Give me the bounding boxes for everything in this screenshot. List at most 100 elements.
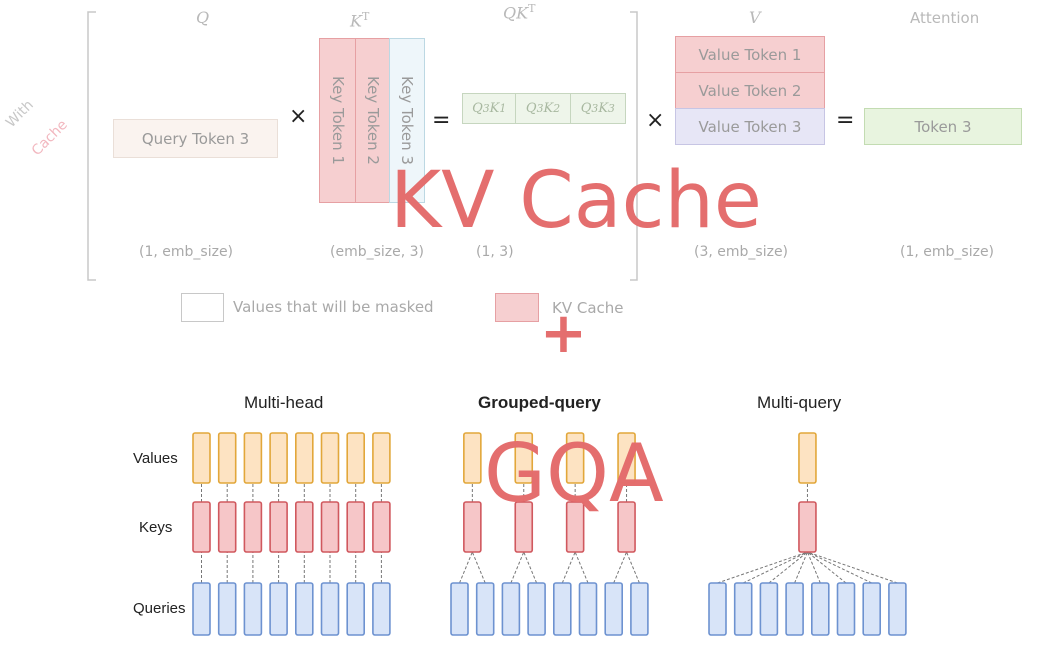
multi-head-query-head-2 bbox=[217, 582, 237, 636]
legend-kv-cache-label: KV Cache bbox=[552, 299, 624, 317]
row-label-keys: Keys bbox=[139, 519, 173, 536]
value-token-2-label: Value Token 2 bbox=[698, 81, 802, 100]
overlay-plus: + bbox=[540, 301, 587, 366]
multi-head-key-head-7 bbox=[346, 501, 366, 553]
grouped-query-connector-5 bbox=[561, 551, 576, 584]
multi-head-query-head-8 bbox=[372, 582, 391, 636]
legend-masked-swatch bbox=[181, 293, 224, 322]
multi-head-value-head-5 bbox=[294, 432, 314, 484]
multi-query-query-head-3 bbox=[759, 582, 779, 636]
grouped-query-value-head-1 bbox=[463, 432, 482, 484]
grouped-query-value-head-3 bbox=[565, 432, 585, 484]
multi-head-key-head-5 bbox=[294, 501, 314, 553]
dim-v: (3, emb_size) bbox=[694, 244, 789, 260]
grouped-query-query-head-7 bbox=[604, 582, 624, 636]
multi-query-value-head-1 bbox=[798, 432, 817, 484]
multi-query-connector-6 bbox=[807, 551, 847, 584]
multi-head-query-head-7 bbox=[346, 582, 366, 636]
multi-head-value-head-4 bbox=[269, 432, 288, 484]
multi-query-query-head-4 bbox=[785, 582, 804, 636]
grouped-query-connector-2 bbox=[471, 551, 486, 584]
grouped-query-query-head-6 bbox=[578, 582, 598, 636]
multi-head-value-head-1 bbox=[192, 432, 211, 484]
grouped-query-connector-4 bbox=[523, 551, 538, 584]
multi-query-query-head-2 bbox=[733, 582, 753, 636]
multi-query-key-head-1 bbox=[798, 501, 817, 553]
multi-head-value-head-7 bbox=[346, 432, 366, 484]
key-token-1-label: Key Token 1 bbox=[329, 76, 347, 165]
times-operator-1: × bbox=[289, 104, 308, 129]
header-attention: Attention bbox=[910, 9, 980, 27]
key-token-2-label: Key Token 2 bbox=[364, 76, 382, 165]
multi-query-connector-8 bbox=[807, 551, 898, 584]
multi-head-value-head-3 bbox=[243, 432, 263, 484]
multi-query-connector-2 bbox=[742, 551, 808, 584]
grouped-query-value-head-4 bbox=[617, 432, 636, 484]
grouped-query-key-head-2 bbox=[514, 501, 534, 553]
result-token-box: Token 3 bbox=[864, 108, 1022, 145]
multi-head-key-head-8 bbox=[372, 501, 391, 553]
multi-head-query-head-3 bbox=[243, 582, 263, 636]
value-token-1-label: Value Token 1 bbox=[698, 45, 802, 64]
result-token-label: Token 3 bbox=[914, 117, 972, 136]
row-label-values: Values bbox=[133, 450, 178, 467]
multi-head-value-head-8 bbox=[372, 432, 391, 484]
grouped-query-query-head-4 bbox=[527, 582, 546, 636]
key-token-3: Key Token 3 bbox=[389, 38, 425, 203]
title-multi-head: Multi-head bbox=[244, 393, 324, 412]
grouped-query-key-head-4 bbox=[617, 501, 636, 553]
equals-operator-1: = bbox=[432, 108, 451, 133]
header-kt: KT bbox=[350, 10, 370, 31]
dim-attention: (1, emb_size) bbox=[900, 244, 995, 260]
multi-head-key-head-4 bbox=[269, 501, 288, 553]
equals-operator-2: = bbox=[836, 108, 855, 133]
legend-masked-label: Values that will be masked bbox=[233, 298, 434, 316]
header-q: Q bbox=[196, 8, 210, 27]
multi-query-connector-4 bbox=[794, 551, 808, 584]
multi-query-connector-1 bbox=[717, 551, 808, 584]
grouped-query-connector-7 bbox=[613, 551, 628, 584]
overlay-gqa-title: GQA bbox=[484, 427, 664, 520]
header-v: V bbox=[749, 8, 761, 27]
multi-head-value-head-6 bbox=[320, 432, 340, 484]
dim-q: (1, emb_size) bbox=[139, 244, 234, 260]
multi-query-query-head-7 bbox=[862, 582, 882, 636]
grouped-query-connector-1 bbox=[459, 551, 473, 584]
grouped-query-query-head-8 bbox=[630, 582, 649, 636]
overlay-kv-cache-title: KV Cache bbox=[390, 156, 762, 246]
multi-head-key-head-6 bbox=[320, 501, 340, 553]
multi-head-value-head-2 bbox=[217, 432, 237, 484]
multi-head-query-head-5 bbox=[294, 582, 314, 636]
dim-qkt: (1, 3) bbox=[476, 244, 514, 260]
value-token-3-label: Value Token 3 bbox=[698, 117, 802, 136]
query-token-label: Query Token 3 bbox=[141, 129, 250, 148]
grouped-query-query-head-3 bbox=[501, 582, 521, 636]
key-token-2: Key Token 2 bbox=[355, 38, 391, 203]
multi-head-key-head-2 bbox=[217, 501, 237, 553]
title-multi-query: Multi-query bbox=[757, 393, 842, 412]
grouped-query-key-head-3 bbox=[565, 501, 585, 553]
dim-kt: (emb_size, 3) bbox=[330, 244, 425, 260]
multi-query-connector-5 bbox=[806, 551, 821, 584]
multi-query-query-head-5 bbox=[810, 582, 830, 636]
multi-query-query-head-6 bbox=[836, 582, 856, 636]
title-grouped-query: Grouped-query bbox=[478, 393, 601, 412]
times-operator-2: × bbox=[646, 108, 665, 133]
grouped-query-key-head-1 bbox=[463, 501, 482, 553]
value-token-1: Value Token 1 bbox=[675, 36, 825, 73]
grouped-query-query-head-5 bbox=[552, 582, 572, 636]
key-token-3-label: Key Token 3 bbox=[398, 76, 416, 165]
grouped-query-connector-6 bbox=[574, 551, 589, 584]
multi-head-query-head-6 bbox=[320, 582, 340, 636]
key-token-1: Key Token 1 bbox=[319, 38, 357, 203]
value-token-3: Value Token 3 bbox=[675, 108, 825, 145]
header-qkt: QKT bbox=[503, 2, 536, 23]
grouped-query-query-head-2 bbox=[475, 582, 495, 636]
grouped-query-value-head-2 bbox=[514, 432, 534, 484]
multi-head-key-head-3 bbox=[243, 501, 263, 553]
